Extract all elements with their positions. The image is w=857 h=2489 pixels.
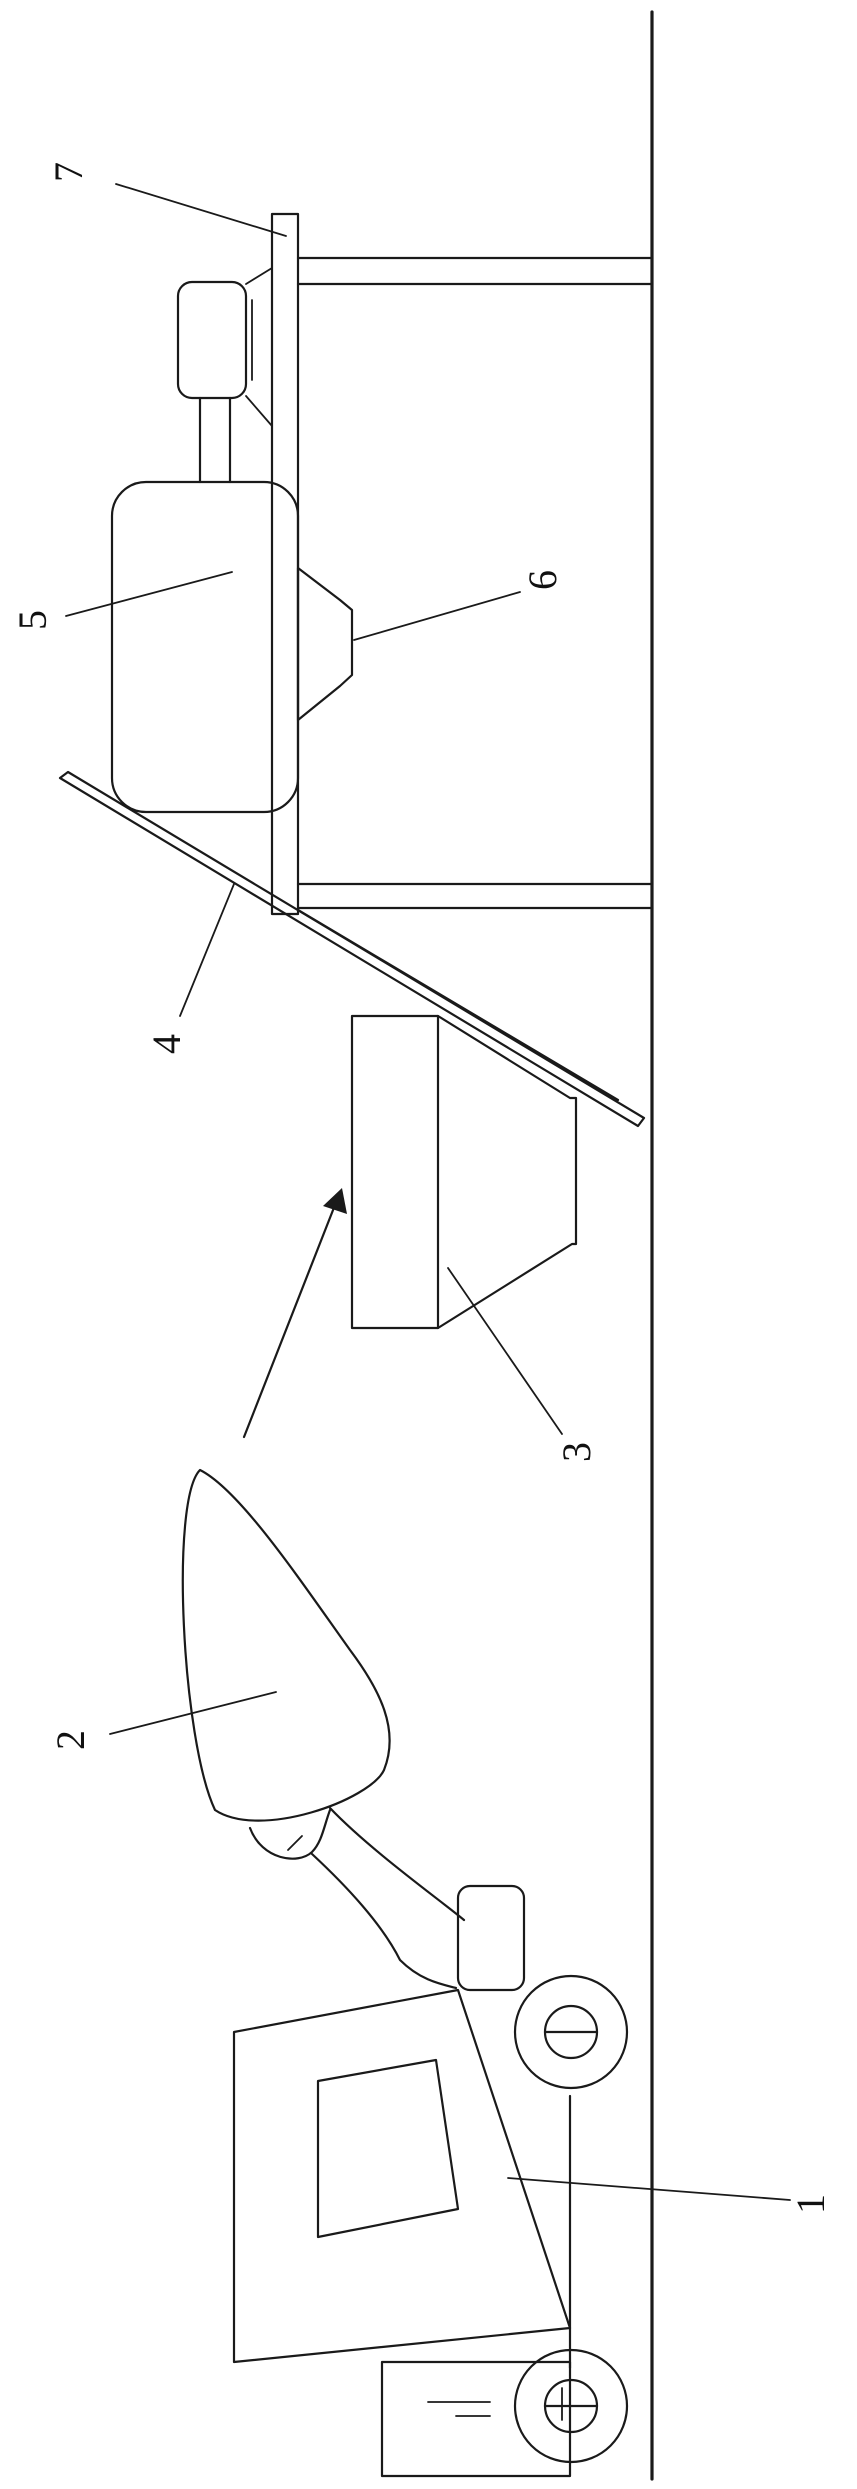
vehicle-rear-body bbox=[380, 2360, 572, 2478]
motor-body bbox=[176, 280, 248, 400]
label-2: 2 bbox=[48, 1730, 93, 1750]
boom-arm bbox=[248, 1806, 466, 1990]
boom-inner bbox=[310, 1852, 458, 1990]
motor-mount-b bbox=[245, 395, 273, 427]
motor-mount-a bbox=[245, 267, 273, 285]
leader-7 bbox=[115, 183, 287, 237]
receiving-bin bbox=[350, 1014, 578, 1330]
vehicle-window bbox=[316, 2058, 460, 2239]
leader-1 bbox=[507, 2177, 791, 2201]
front-wheel bbox=[513, 1974, 629, 2090]
inclined-conveyor bbox=[58, 770, 646, 1128]
leader-6 bbox=[353, 591, 521, 641]
rear-wheel-tire bbox=[513, 2348, 629, 2464]
conveyor-support bbox=[296, 908, 620, 1102]
boom-outer bbox=[328, 1806, 466, 1922]
loader-vehicle bbox=[232, 1884, 629, 2478]
drive-motor bbox=[176, 267, 273, 484]
transfer-arrow bbox=[242, 1188, 347, 1439]
front-wheel-tire bbox=[513, 1974, 629, 2090]
bucket bbox=[181, 1468, 391, 1822]
bucket-link bbox=[248, 1808, 332, 1860]
arrow-head bbox=[323, 1188, 347, 1214]
label-4: 4 bbox=[144, 1034, 189, 1054]
leader-2 bbox=[109, 1691, 277, 1735]
bin-body bbox=[350, 1014, 440, 1330]
vehicle-hydraulic-block bbox=[456, 1884, 526, 1992]
main-vessel bbox=[110, 480, 300, 814]
label-7: 7 bbox=[46, 162, 91, 182]
support-frame bbox=[270, 212, 654, 916]
leader-4 bbox=[179, 883, 235, 1017]
leader-5 bbox=[65, 571, 233, 617]
arrow-shaft bbox=[242, 1203, 337, 1439]
bucket-link-pin bbox=[287, 1835, 303, 1851]
label-6: 6 bbox=[520, 570, 565, 590]
leader-3 bbox=[447, 1267, 563, 1435]
label-5: 5 bbox=[10, 610, 55, 630]
label-1: 1 bbox=[788, 2194, 833, 2214]
bin-hopper bbox=[436, 1014, 578, 1330]
rear-wheel bbox=[513, 2348, 629, 2464]
label-3: 3 bbox=[554, 1442, 599, 1462]
discharge-hopper bbox=[296, 566, 354, 722]
vehicle-cab bbox=[232, 1988, 572, 2364]
